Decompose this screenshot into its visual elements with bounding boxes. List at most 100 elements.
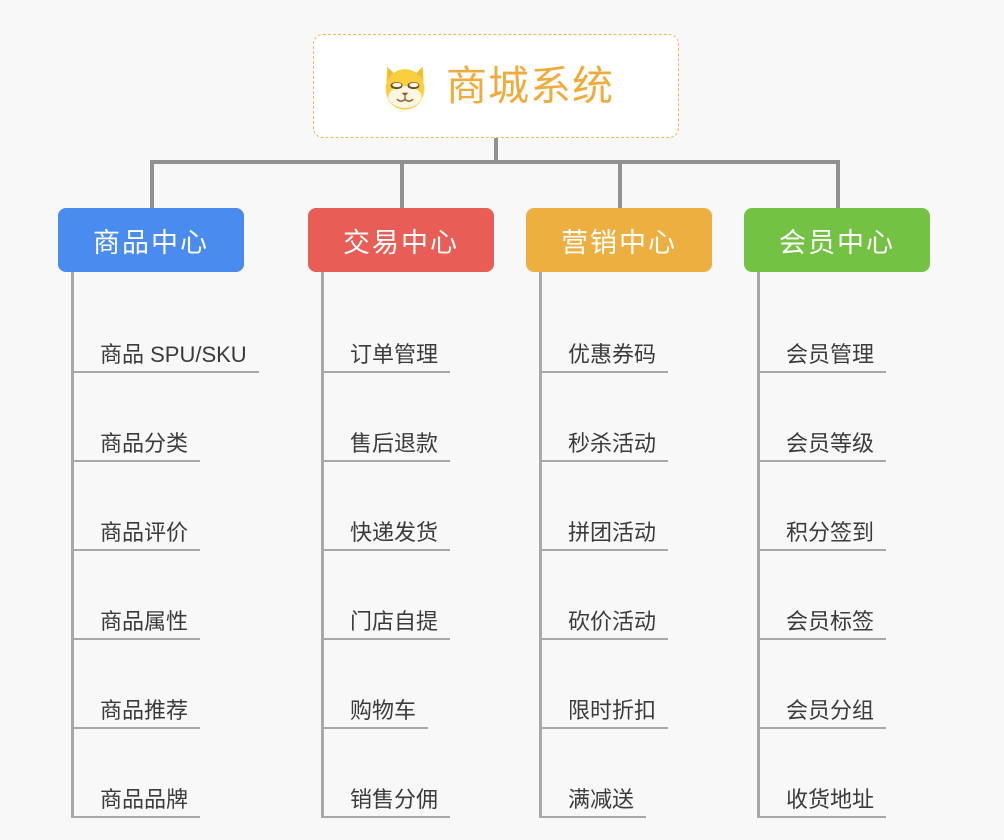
leaf-item-label: 满减送	[568, 786, 635, 812]
leaf-list-product: 商品 SPU/SKU 商品分类商品评价商品属性商品推荐商品品牌	[58, 272, 259, 818]
leaf-item-underline	[321, 727, 428, 729]
leaf-item-label: 商品 SPU/SKU	[100, 341, 247, 367]
category-header-label: 会员中心	[779, 227, 895, 258]
leaf-spine	[71, 272, 74, 818]
category-header-label: 营销中心	[561, 227, 677, 258]
category-header-product[interactable]: 商品中心	[58, 208, 244, 272]
category-header-label: 交易中心	[343, 227, 459, 258]
leaf-item-underline	[757, 549, 886, 551]
leaf-item[interactable]: 订单管理	[308, 284, 494, 373]
leaf-item[interactable]: 商品推荐	[58, 640, 244, 729]
dog-face-icon	[385, 66, 425, 110]
category-header-member[interactable]: 会员中心	[744, 208, 930, 272]
leaf-item-label: 商品品牌	[100, 786, 189, 812]
leaf-item-label: 秒杀活动	[568, 430, 657, 456]
leaf-item[interactable]: 商品品牌	[58, 729, 244, 818]
connector-drop-2	[400, 160, 404, 208]
leaf-item-label: 收货地址	[786, 786, 875, 812]
leaf-item[interactable]: 商品评价	[58, 462, 244, 551]
leaf-item-underline	[539, 549, 668, 551]
leaf-item[interactable]: 秒杀活动	[526, 373, 712, 462]
leaf-item-underline	[757, 816, 886, 818]
category-column-trade: 交易中心订单管理售后退款快递发货门店自提购物车销售分佣	[308, 208, 494, 818]
connector-root-stem	[494, 138, 498, 163]
leaf-item-label: 售后退款	[350, 430, 439, 456]
category-header-label: 商品中心	[93, 227, 209, 258]
leaf-item-label: 商品推荐	[100, 697, 189, 723]
leaf-spine	[757, 272, 760, 818]
leaf-spine	[539, 272, 542, 818]
leaf-item[interactable]: 积分签到	[744, 462, 930, 551]
leaf-item-underline	[539, 371, 668, 373]
leaf-item-underline	[71, 460, 200, 462]
leaf-item[interactable]: 商品分类	[58, 373, 244, 462]
leaf-list-trade: 订单管理售后退款快递发货门店自提购物车销售分佣	[308, 272, 494, 818]
leaf-item-underline	[321, 371, 450, 373]
leaf-item-label: 限时折扣	[568, 697, 657, 723]
leaf-item-label: 商品分类	[100, 430, 189, 456]
leaf-item[interactable]: 商品属性	[58, 551, 244, 640]
leaf-item-underline	[539, 816, 646, 818]
leaf-item[interactable]: 会员分组	[744, 640, 930, 729]
leaf-item[interactable]: 拼团活动	[526, 462, 712, 551]
leaf-item-underline	[321, 816, 450, 818]
leaf-spine	[321, 272, 324, 818]
connector-drop-3	[618, 160, 622, 208]
leaf-item[interactable]: 快递发货	[308, 462, 494, 551]
leaf-item[interactable]: 优惠券码	[526, 284, 712, 373]
leaf-item-label: 优惠券码	[568, 341, 657, 367]
leaf-item[interactable]: 收货地址	[744, 729, 930, 818]
leaf-item-underline	[71, 371, 259, 373]
leaf-item-label: 销售分佣	[350, 786, 439, 812]
leaf-item-label: 会员分组	[786, 697, 875, 723]
leaf-item[interactable]: 会员等级	[744, 373, 930, 462]
leaf-item-label: 会员管理	[786, 341, 875, 367]
leaf-item-underline	[71, 816, 200, 818]
leaf-item[interactable]: 商品 SPU/SKU	[58, 284, 259, 373]
leaf-item-underline	[539, 727, 668, 729]
leaf-item-label: 快递发货	[350, 519, 439, 545]
leaf-item-label: 砍价活动	[568, 608, 657, 634]
leaf-item-underline	[757, 727, 886, 729]
leaf-item-underline	[757, 371, 886, 373]
leaf-item-label: 拼团活动	[568, 519, 657, 545]
category-column-marketing: 营销中心优惠券码秒杀活动拼团活动砍价活动限时折扣满减送	[526, 208, 712, 818]
root-title: 商城系统	[446, 62, 614, 109]
leaf-item-underline	[71, 727, 200, 729]
leaf-item-label: 商品属性	[100, 608, 189, 634]
leaf-item[interactable]: 售后退款	[308, 373, 494, 462]
leaf-item-label: 会员等级	[786, 430, 875, 456]
leaf-item-label: 商品评价	[100, 519, 189, 545]
leaf-item[interactable]: 购物车	[308, 640, 494, 729]
leaf-item-label: 会员标签	[786, 608, 875, 634]
leaf-item-underline	[757, 460, 886, 462]
leaf-item-underline	[757, 638, 886, 640]
leaf-item[interactable]: 砍价活动	[526, 551, 712, 640]
leaf-item-label: 门店自提	[350, 608, 439, 634]
leaf-item[interactable]: 会员管理	[744, 284, 930, 373]
leaf-item-underline	[321, 460, 450, 462]
category-column-product: 商品中心商品 SPU/SKU 商品分类商品评价商品属性商品推荐商品品牌	[58, 208, 259, 818]
category-column-member: 会员中心会员管理会员等级积分签到会员标签会员分组收货地址	[744, 208, 930, 818]
leaf-item-label: 购物车	[350, 697, 417, 723]
leaf-list-marketing: 优惠券码秒杀活动拼团活动砍价活动限时折扣满减送	[526, 272, 712, 818]
category-header-marketing[interactable]: 营销中心	[526, 208, 712, 272]
leaf-item-underline	[321, 638, 450, 640]
leaf-item[interactable]: 门店自提	[308, 551, 494, 640]
leaf-item-underline	[71, 638, 200, 640]
leaf-item-underline	[539, 460, 668, 462]
leaf-item-label: 订单管理	[350, 341, 439, 367]
leaf-item[interactable]: 满减送	[526, 729, 712, 818]
connector-drop-1	[150, 160, 154, 208]
leaf-item-label: 积分签到	[786, 519, 875, 545]
category-header-trade[interactable]: 交易中心	[308, 208, 494, 272]
leaf-list-member: 会员管理会员等级积分签到会员标签会员分组收货地址	[744, 272, 930, 818]
leaf-item[interactable]: 限时折扣	[526, 640, 712, 729]
leaf-item[interactable]: 销售分佣	[308, 729, 494, 818]
leaf-item-underline	[321, 549, 450, 551]
connector-horizontal-bus	[150, 160, 840, 164]
root-node-mall-system[interactable]: 商城系统	[313, 34, 679, 138]
connector-drop-4	[836, 160, 840, 208]
leaf-item[interactable]: 会员标签	[744, 551, 930, 640]
